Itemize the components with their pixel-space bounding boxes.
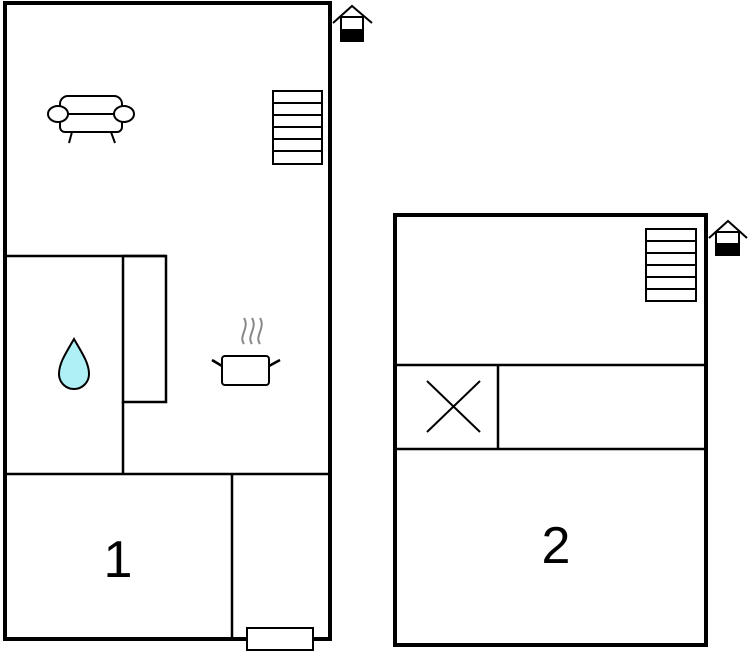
outer-wall-floor-2 <box>393 213 708 647</box>
building-floor-2: 2 <box>393 213 748 647</box>
door-threshold <box>246 627 314 651</box>
cooking-pot-icon <box>211 317 281 386</box>
building-floor-1: 1 <box>3 1 373 651</box>
stairs-icon <box>272 90 323 165</box>
house-entrance-icon <box>332 4 373 42</box>
room-number-label: 2 <box>542 517 571 575</box>
outer-wall-floor-1 <box>3 1 332 641</box>
stairs-icon <box>645 228 697 302</box>
kitchen-counter <box>121 254 168 404</box>
room-number-label: 1 <box>104 531 133 589</box>
sofa-icon <box>47 95 135 144</box>
house-entrance-icon <box>708 219 748 256</box>
x-mark-icon <box>426 380 481 433</box>
water-drop-icon <box>57 336 91 390</box>
